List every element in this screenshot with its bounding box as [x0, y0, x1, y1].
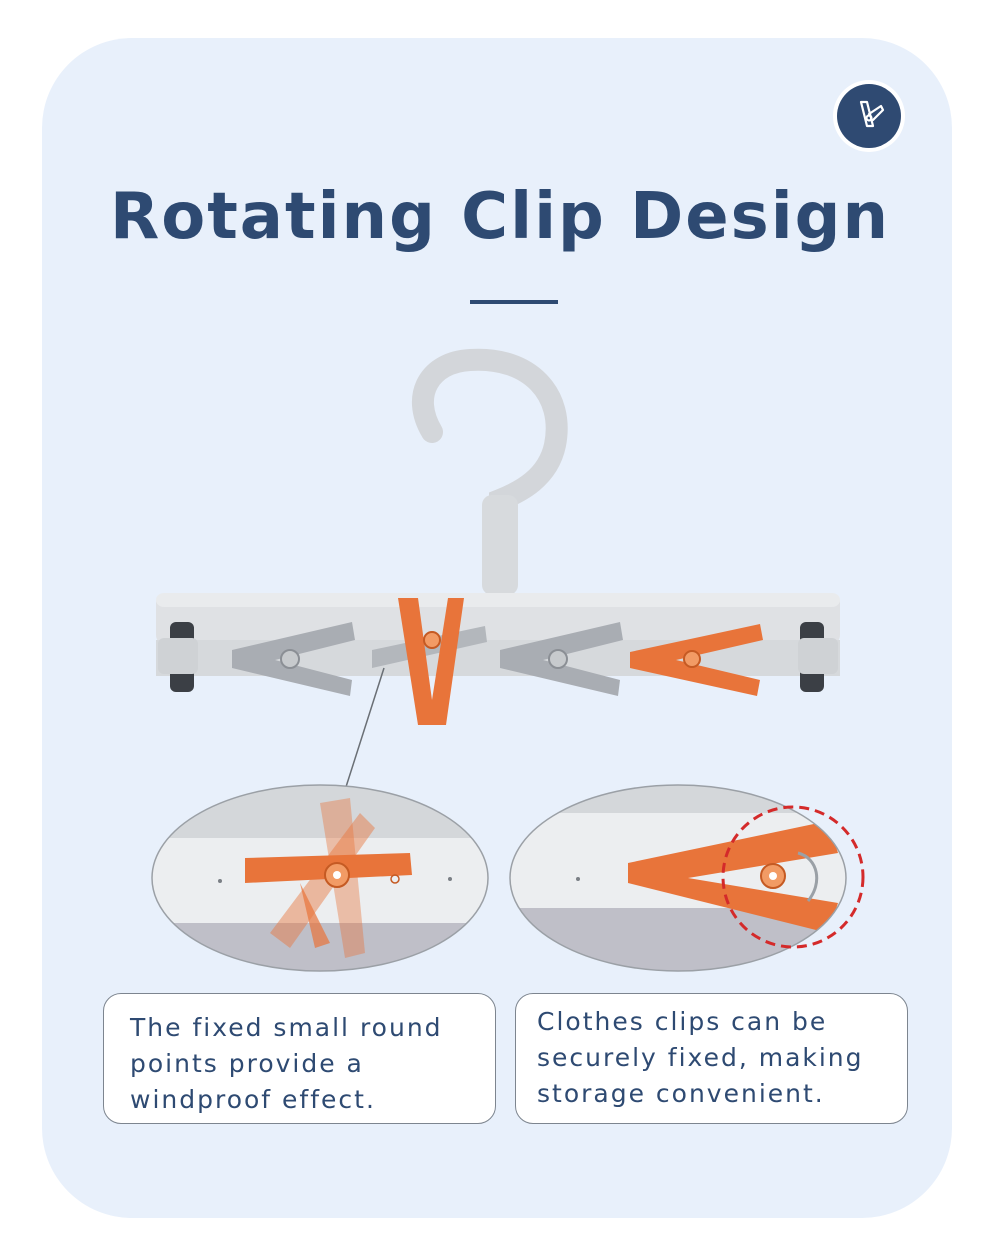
caption-line: Clothes clips can be	[537, 1007, 828, 1036]
caption-line: The fixed small round	[130, 1013, 443, 1042]
caption-windproof: The fixed small round points provide a w…	[103, 993, 496, 1124]
zoom-detail-rotating-clip	[151, 784, 489, 972]
caption-line: securely fixed, making	[537, 1043, 864, 1072]
caption-line: storage convenient.	[537, 1079, 825, 1108]
caption-line: windproof effect.	[130, 1085, 376, 1114]
clothespin-icon	[837, 84, 901, 148]
caption-storage: Clothes clips can be securely fixed, mak…	[515, 993, 908, 1124]
caption-line: points provide a	[130, 1049, 364, 1078]
hanger-illustration	[156, 348, 840, 791]
zoom-detail-fixed-clip	[509, 784, 865, 972]
highlight-ring	[721, 805, 865, 949]
title-divider	[470, 300, 558, 304]
page-title: Rotating Clip Design	[109, 180, 891, 254]
badge	[833, 80, 905, 152]
